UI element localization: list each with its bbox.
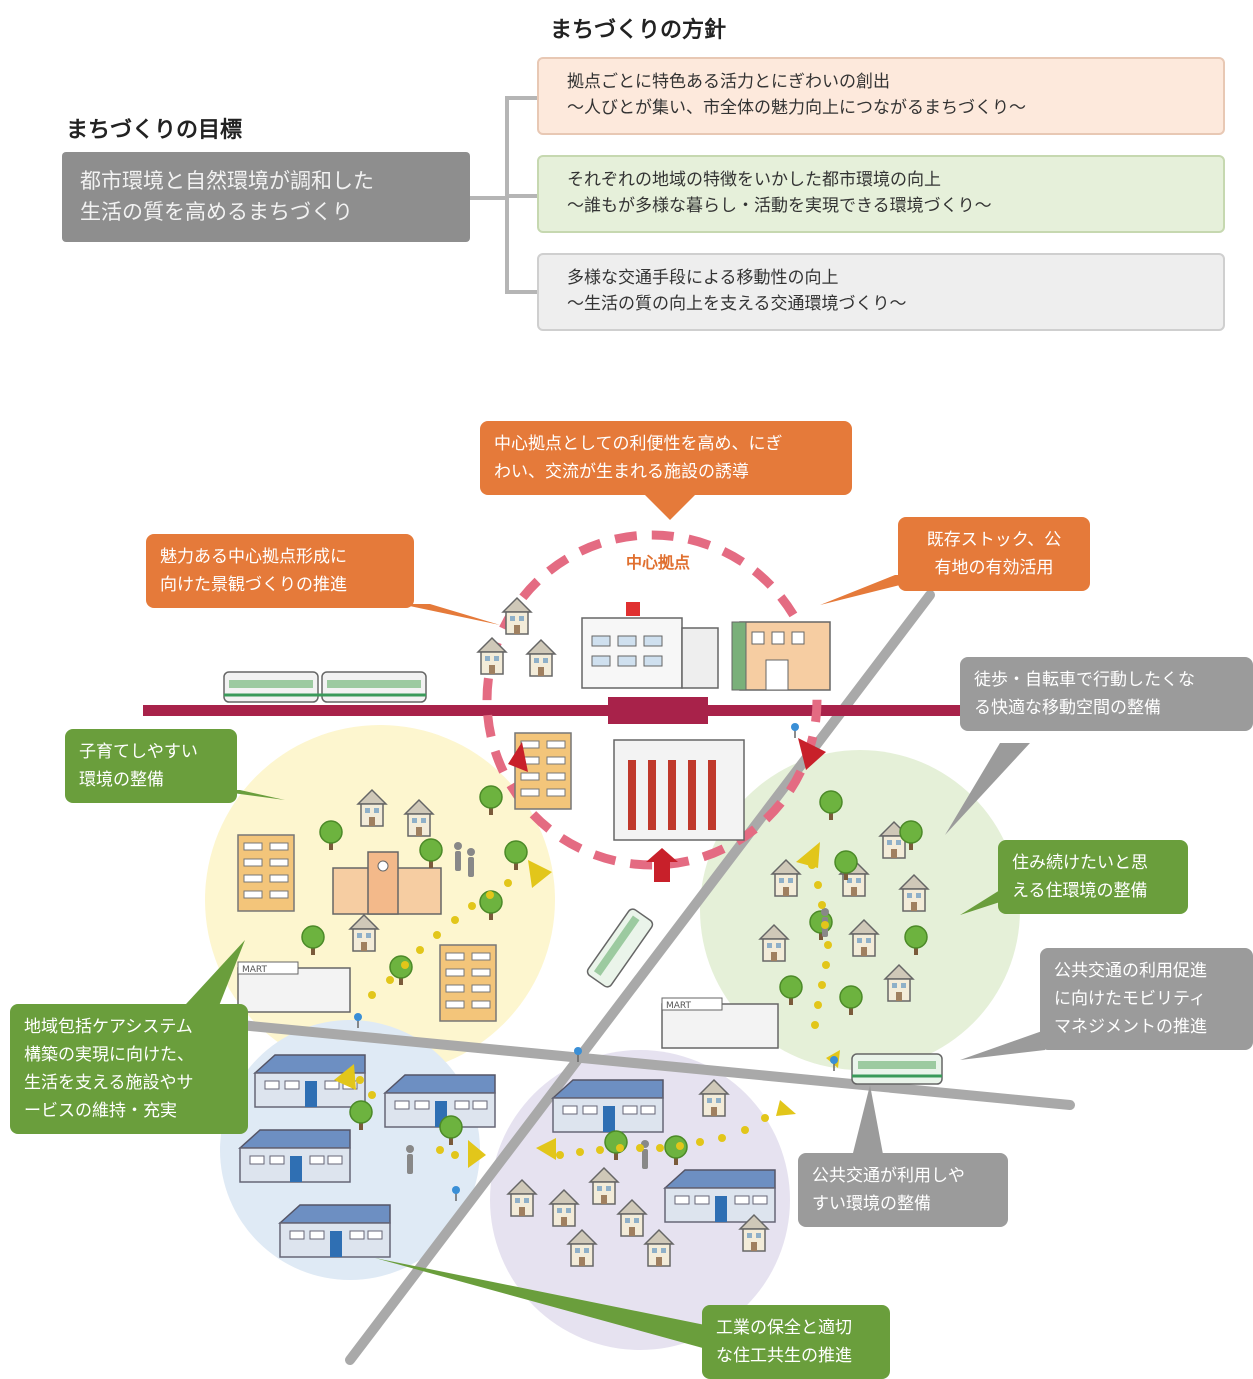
person-icon (641, 1140, 649, 1169)
mart-building: MART (661, 997, 779, 1049)
bus-stop-icon (790, 722, 800, 739)
road-horizontal (235, 1020, 1075, 1110)
callout-tail (640, 490, 700, 520)
callout-tail (850, 1085, 885, 1165)
policy-line: それぞれの地域の特徴をいかした都市環境の向上 (567, 170, 941, 190)
policy-box-vitality: 拠点ごとに特色ある活力とにぎわいの創出 ～人びとが集い、市全体の魅力向上につなが… (537, 57, 1225, 135)
center-hub-label: 中心拠点 (626, 553, 691, 572)
connector-branch-2 (505, 194, 537, 198)
bus (851, 1053, 943, 1085)
shopping-center (613, 739, 745, 841)
person-icon (406, 1145, 414, 1174)
callout-mobility-management: 公共交通の利用促進 に向けたモビリティ マネジメントの推進 (1040, 948, 1253, 1050)
factory-building (384, 1074, 496, 1128)
svg-text:MART: MART (666, 1001, 692, 1011)
callout-center-convenience: 中心拠点としての利便性を高め、にぎ わい、交流が生まれる施設の誘導 (480, 421, 852, 495)
arrow-icon (798, 738, 826, 770)
callout-tail (960, 890, 1000, 915)
factory-building (279, 1204, 391, 1258)
arrow-icon (508, 742, 528, 772)
house (502, 597, 532, 635)
station (608, 697, 708, 724)
callout-walking-cycling: 徒歩・自転車で行動したくな る快適な移動空間の整備 (960, 657, 1253, 731)
school-building (332, 851, 442, 915)
callout-tail (400, 604, 500, 625)
callout-industry: 工業の保全と適切 な住工共生の推進 (702, 1305, 890, 1379)
connector-branch-3 (505, 290, 537, 294)
person-icon (467, 848, 475, 877)
road-diagonal (345, 590, 935, 1365)
arrow-icon (646, 848, 678, 882)
center-hub-ring (482, 530, 822, 870)
house (477, 637, 507, 675)
policy-line: ～人びとが集い、市全体の魅力向上につながるまちづくり～ (567, 98, 1026, 118)
hospital-building (581, 602, 719, 689)
existing-stock-building (731, 621, 831, 691)
callout-tail (175, 940, 245, 1016)
bus (586, 908, 654, 988)
factory-building (239, 1129, 351, 1183)
callout-tail (375, 1258, 710, 1350)
policy-box-mobility: 多様な交通手段による移動性の向上 ～生活の質の向上を支える交通環境づくり～ (537, 253, 1225, 331)
callout-existing-stock: 既存ストック、公 有地の有効活用 (898, 517, 1090, 591)
factory-building (552, 1079, 664, 1133)
policy-line: 拠点ごとに特色ある活力とにぎわいの創出 (567, 72, 890, 92)
train (223, 671, 427, 703)
callout-residential: 住み続けたいと思 える住環境の整備 (998, 840, 1188, 914)
person-icon (454, 842, 462, 871)
house (526, 639, 556, 677)
policy-line: ～生活の質の向上を支える交通環境づくり～ (567, 294, 907, 314)
callout-public-transport: 公共交通が利用しや すい環境の整備 (798, 1153, 1008, 1227)
callout-community-care: 地域包括ケアシステム 構築の実現に向けた、 生活を支える施設やサ ービスの維持・… (10, 1004, 248, 1134)
callout-childcare: 子育てしやすい 環境の整備 (65, 729, 237, 803)
apartment-building (237, 834, 295, 912)
policy-title: まちづくりの方針 (550, 18, 727, 43)
callout-tail (960, 1030, 1045, 1060)
callout-tail (945, 743, 1030, 835)
factory-building (664, 1169, 776, 1223)
connector-horizontal (470, 196, 508, 200)
connector-branch-1 (505, 96, 537, 100)
apartment-building (439, 944, 497, 1022)
apartment-building (514, 732, 572, 810)
policy-box-environment: それぞれの地域の特徴をいかした都市環境の向上 ～誰もが多様な暮らし・活動を実現で… (537, 155, 1225, 233)
mart-building: MART (237, 961, 351, 1013)
callout-landscape: 魅力ある中心拠点形成に 向けた景観づくりの推進 (146, 534, 414, 608)
goal-box: 都市環境と自然環境が調和した 生活の質を高めるまちづくり (62, 152, 470, 242)
svg-text:MART: MART (242, 965, 268, 975)
policy-line: ～誰もが多様な暮らし・活動を実現できる環境づくり～ (567, 196, 992, 216)
policy-line: 多様な交通手段による移動性の向上 (567, 268, 839, 288)
goal-title: まちづくりの目標 (66, 118, 243, 143)
